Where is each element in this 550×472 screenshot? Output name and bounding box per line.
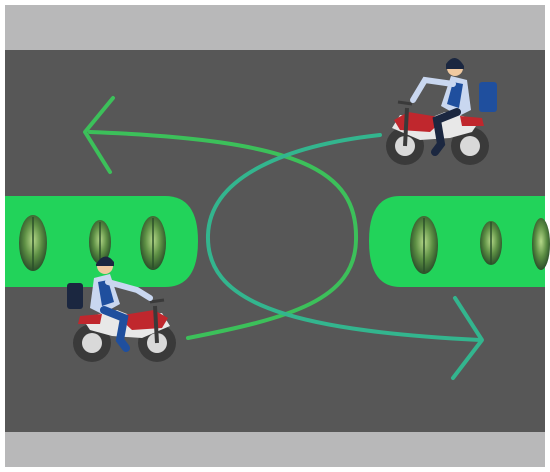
shrub-icon — [140, 216, 166, 270]
curved-arrow-icon — [205, 133, 484, 380]
top-sidewalk — [5, 5, 545, 52]
shrub-icon — [480, 221, 502, 265]
median-right — [369, 196, 545, 287]
shrub-icon — [410, 216, 438, 274]
bottom-sidewalk — [5, 430, 545, 467]
motorcycle-rider-icon — [67, 256, 176, 362]
curved-arrow-icon — [83, 96, 359, 340]
motorcycle-rider-icon — [386, 57, 497, 165]
shrub-icon — [89, 220, 111, 264]
shrub-icon — [19, 215, 47, 271]
shrub-icon — [532, 218, 550, 270]
